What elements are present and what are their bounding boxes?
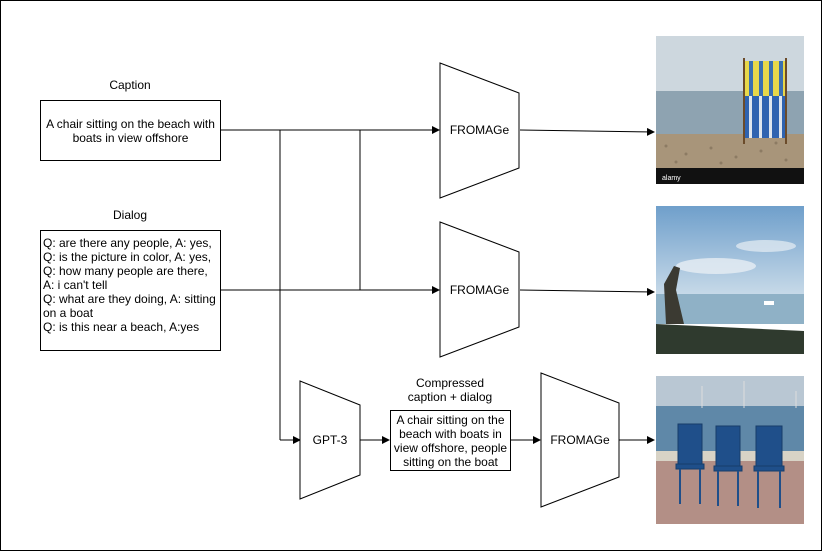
gpt3-label: GPT-3	[312, 433, 348, 447]
fromage-label-1: FROMAGe	[449, 123, 510, 137]
compressed-heading: Compressed caption + dialog	[407, 376, 493, 404]
caption-heading: Caption	[109, 78, 151, 92]
fromage2-to-image2-arrow	[519, 287, 655, 296]
dialog-heading: Dialog	[112, 208, 148, 222]
compressed-box: A chair sitting on the beach with boats …	[390, 410, 511, 471]
fromage-label-2: FROMAGe	[449, 283, 510, 297]
fromage-block-2	[439, 221, 520, 358]
dialog-box: Q: are there any people, A: yes, Q: is t…	[40, 230, 221, 351]
compressed-text: A chair sitting on the beach with boats …	[393, 412, 508, 469]
caption-box: A chair sitting on the beach with boats …	[40, 100, 221, 161]
dialog-text: Q: are there any people, A: yes, Q: is t…	[43, 236, 216, 334]
output-image-3	[656, 376, 804, 524]
fromage1-to-image1-arrow	[519, 127, 655, 136]
output-image-1: alamy	[656, 36, 804, 184]
fromage-label-3: FROMAGe	[550, 433, 610, 447]
caption-text: A chair sitting on the beach with boats …	[46, 116, 215, 145]
gpt3-block	[299, 380, 361, 500]
output-image-2	[656, 206, 804, 354]
fromage-block-1	[439, 62, 520, 199]
fromage-block-3	[540, 372, 620, 508]
image-1-watermark: alamy	[662, 175, 681, 182]
